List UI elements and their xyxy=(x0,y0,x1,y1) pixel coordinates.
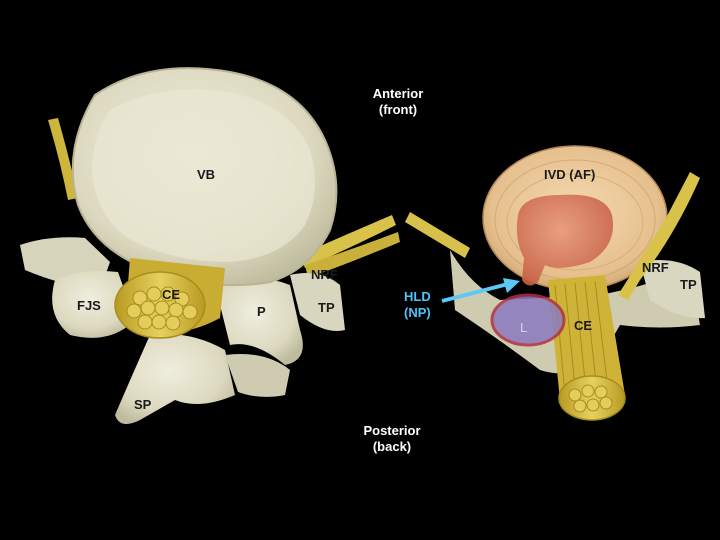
label-p: P xyxy=(257,304,266,319)
left-vertebra-model xyxy=(20,67,400,424)
left-cauda-equina xyxy=(114,258,225,339)
label-hld-line1: HLD xyxy=(404,289,431,304)
label-ce-left: CE xyxy=(162,287,181,302)
label-ivd: IVD (AF) xyxy=(544,167,596,182)
left-transverse-process-right xyxy=(290,272,345,331)
posterior-label-line1: Posterior xyxy=(363,423,421,438)
left-pedicle xyxy=(215,277,303,365)
left-nerve-root-right xyxy=(300,215,396,268)
left-nerve-root-left xyxy=(48,118,78,200)
left-spinous-process xyxy=(115,334,235,424)
anterior-label-line1: Anterior xyxy=(372,86,424,101)
anterior-label-line2: (front) xyxy=(378,102,418,117)
right-nerve-root-left xyxy=(405,212,470,258)
posterior-label: Posterior (back) xyxy=(342,423,442,455)
ligament-marker xyxy=(490,293,566,347)
label-sp: SP xyxy=(134,397,152,412)
right-nerve-root-right xyxy=(618,172,700,300)
right-transverse-process xyxy=(640,259,705,319)
right-nucleus-pulposus xyxy=(516,194,614,286)
label-vb: VB xyxy=(197,167,216,182)
left-facet-joint xyxy=(52,271,136,338)
label-nrf-left: NRF xyxy=(311,267,338,282)
label-l: L xyxy=(520,320,528,335)
label-tp-right: TP xyxy=(680,277,697,292)
label-hld-line2: (NP) xyxy=(404,305,431,320)
herniation-arrow xyxy=(441,278,520,303)
label-ce-right: CE xyxy=(574,318,593,333)
label-hld: HLD (NP) xyxy=(404,289,431,321)
posterior-label-line2: (back) xyxy=(372,439,412,454)
right-cauda-equina xyxy=(548,275,626,421)
label-fjs: FJS xyxy=(77,298,101,313)
label-nrf-right: NRF xyxy=(642,260,669,275)
label-tp-left: TP xyxy=(318,300,335,315)
right-disc-model xyxy=(405,145,705,421)
anterior-label: Anterior (front) xyxy=(348,86,448,118)
